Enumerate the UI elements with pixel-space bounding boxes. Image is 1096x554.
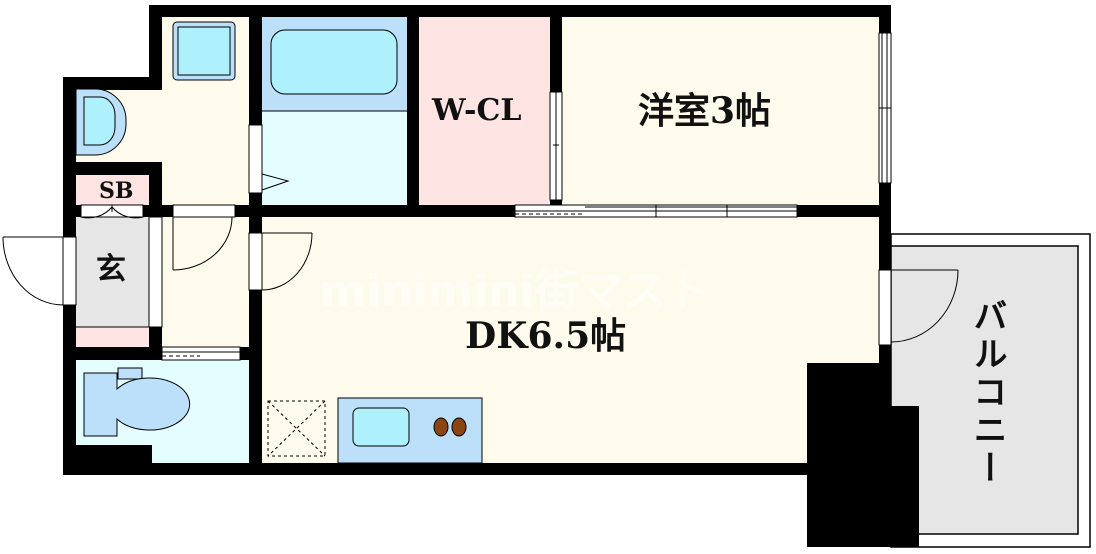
watermark: minimini街マスト: [320, 266, 711, 317]
room-label-western-room: 洋室3帖: [638, 90, 772, 132]
kitchen-counter: [337, 397, 483, 464]
wash-basin: [75, 88, 127, 156]
bathtub: [270, 29, 398, 95]
balcony-area: [890, 233, 1091, 548]
room-label-shoe-box: SB: [99, 178, 134, 204]
entrance-floor: [76, 217, 149, 327]
room-label-balcony: バルコニー: [967, 298, 1007, 488]
shoebox-floor: [76, 175, 149, 205]
hallway-floor: [162, 217, 249, 347]
western-room-floor: [562, 17, 879, 205]
room-label-walk-in-closet: W-CL: [432, 93, 522, 128]
washing-machine-pan: [172, 21, 236, 81]
room-label-entrance: 玄: [96, 252, 126, 287]
stove-burner: [433, 417, 449, 437]
toilet-fixture: [83, 367, 191, 437]
closet-floor: [419, 17, 550, 205]
stove-burner: [451, 417, 467, 437]
room-label-dining-kitchen: DK6.5帖: [465, 315, 627, 357]
fridge-space: [267, 400, 326, 457]
